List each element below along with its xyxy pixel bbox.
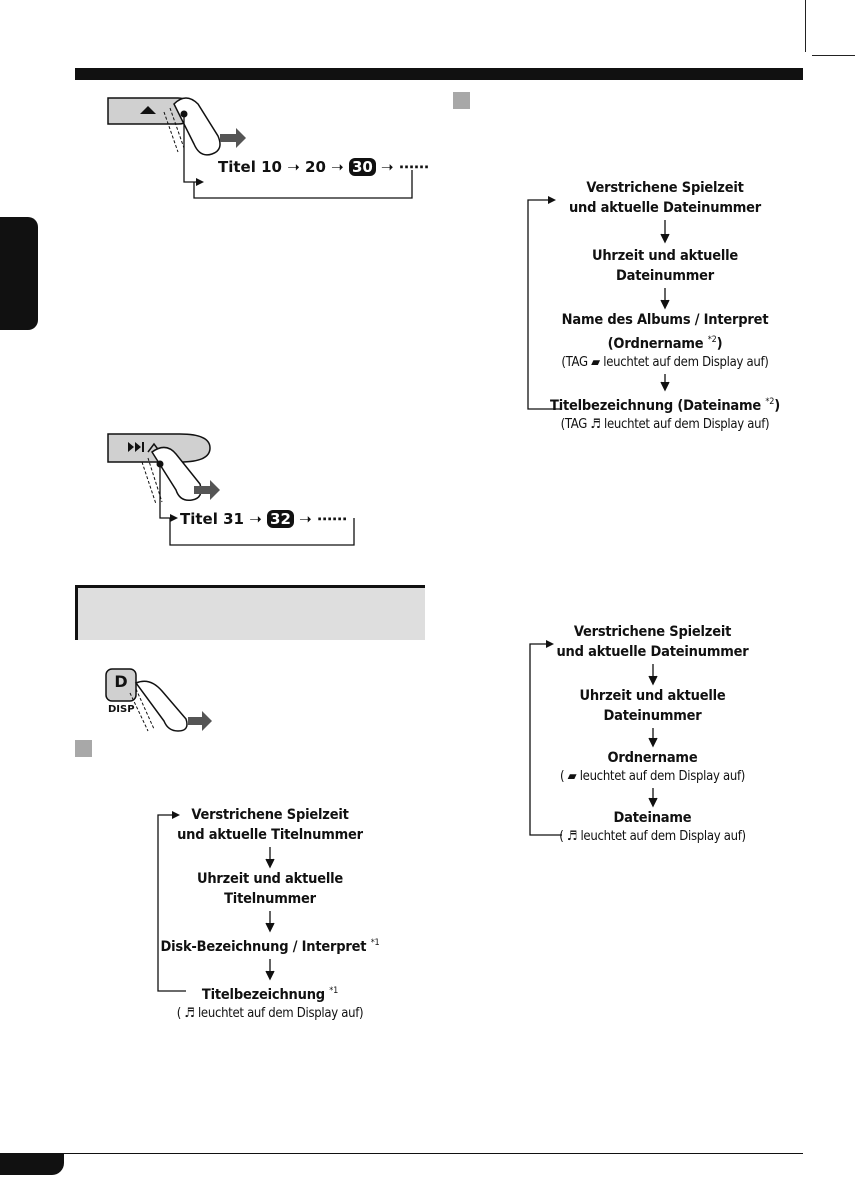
finger-icon [150,446,202,502]
mp3-tag-step-3-sub: (TAG ▰ leuchtet auf dem Display auf) [561,354,769,370]
cd-step-2: Uhrzeit und aktuelle Titelnummer [196,871,344,907]
down-arrow-icon [660,288,670,310]
down-arrow-icon [660,220,670,244]
mp3-tag-step-4: Titelbezeichnung (Dateiname *2) [550,396,780,414]
section-marker-square [453,92,470,109]
finger-icon [173,97,221,156]
disp-caption: DISP [108,704,135,715]
mp3-tag-step-4-sub: (TAG ♬ leuchtet auf dem Display auf) [560,416,770,432]
down-arrow-icon [647,664,658,686]
down-arrow-icon [265,911,275,933]
mp3-notag-step-4-sub: ( ♬ leuchtet auf dem Display auf) [559,829,746,844]
page-number-tab [0,1153,64,1175]
title-sequence-1: Titel 10 ➝ 20 ➝ 30 ➝ ⋯⋯ [218,158,429,176]
down-arrow-icon [647,788,658,808]
mp3-notag-step-4: Dateiname [613,810,692,826]
mp3-notag-step-3: Ordnername [607,750,698,766]
header-bar [75,68,803,80]
mp3-notag-step-2: Uhrzeit und aktuelle Dateinummer [579,688,726,724]
mp3-tag-step-1: Verstrichene Spielzeit und aktuelle Date… [568,180,762,216]
mp3-notag-flow-diagram: Verstrichene Spielzeit und aktuelle Date… [540,622,765,846]
mp3-tag-step-2: Uhrzeit und aktuelle Dateinummer [591,248,739,284]
skip-button-illustration [107,433,355,546]
cd-step-3: Disk-Bezeichnung / Interpret *1 [160,938,380,955]
down-arrow-icon [660,373,670,392]
cd-step-4-sub: ( ♬ leuchtet auf dem Display auf) [176,1005,364,1021]
disp-key-label: D [114,672,128,691]
crop-mark-vertical [805,0,806,52]
cd-flow-loop-line [157,811,186,992]
section-heading-box [75,585,425,640]
cd-step-1: Verstrichene Spielzeit und aktuelle Tite… [177,807,363,843]
motion-arrow-icon [220,128,246,148]
eject-button-illustration [107,97,413,199]
down-arrow-icon [265,847,275,869]
skip-forward-icon [128,442,141,452]
disp-key-shape [105,668,137,702]
mp3-notag-step-1: Verstrichene Spielzeit und aktuelle Date… [556,624,749,660]
motion-arrow-icon [188,711,212,731]
mp3-notag-step-3-sub: ( ▰ leuchtet auf dem Display auf) [559,769,746,784]
mp3-tag-flow-diagram: Verstrichene Spielzeit und aktuelle Date… [545,178,785,434]
section-marker-square [75,740,92,757]
mp3-tag-flow-loop-line [527,196,560,410]
down-arrow-icon [265,958,275,981]
title-sequence-2: Titel 31 ➝ 32 ➝ ⋯⋯ [180,510,347,528]
mp3-notag-flow-loop-line [529,640,562,836]
finger-icon [134,680,188,732]
crop-mark-horizontal [812,55,855,56]
cd-flow-diagram: Verstrichene Spielzeit und aktuelle Tite… [160,805,380,1023]
footer-rule [0,1153,803,1154]
disp-button-illustration [105,668,212,732]
cd-step-4: Titelbezeichnung *1 [201,985,339,1003]
eject-icon [140,106,156,114]
down-arrow-icon [647,728,658,748]
motion-arrow-icon [194,480,220,500]
mp3-tag-step-3: Name des Albums / Interpret (Ordnername … [561,312,769,352]
language-side-tab [0,217,38,330]
